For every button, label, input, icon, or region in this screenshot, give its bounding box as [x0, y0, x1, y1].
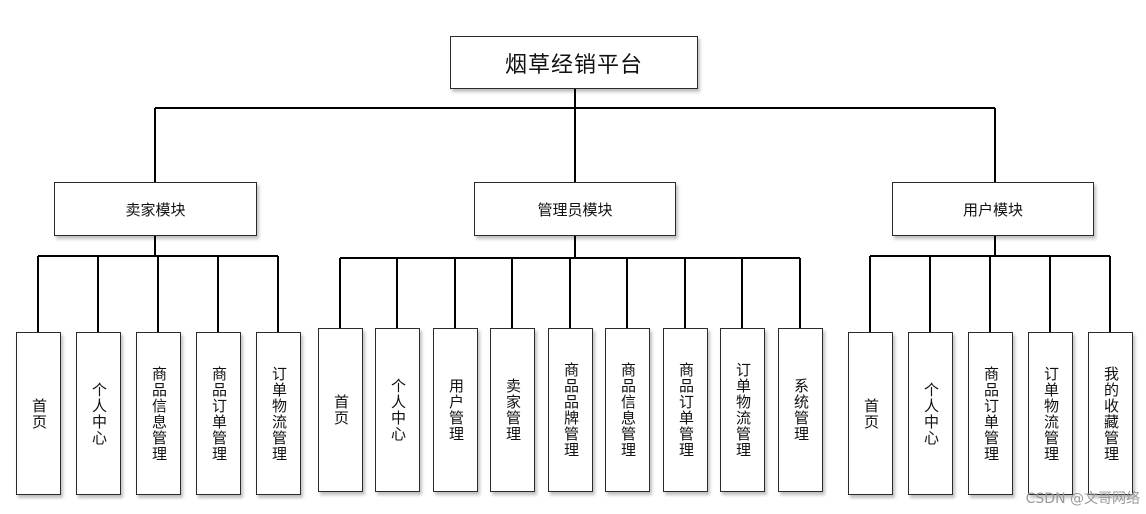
module-admin: 管理员模块	[474, 182, 676, 236]
connector-admin	[339, 236, 801, 328]
user-leaf-1-label: 首页	[862, 397, 880, 430]
user-leaf-5-label: 我的收藏管理	[1102, 365, 1120, 462]
admin-leaf-4-label: 卖家管理	[504, 378, 522, 442]
admin-leaf-5: 商品品牌管理	[548, 328, 593, 492]
seller-leaf-3: 商品信息管理	[136, 332, 181, 495]
admin-leaf-4: 卖家管理	[490, 328, 535, 492]
admin-leaf-8: 订单物流管理	[720, 328, 765, 492]
user-leaf-2: 个人中心	[908, 332, 953, 495]
admin-leaf-9: 系统管理	[778, 328, 823, 492]
user-leaf-1: 首页	[848, 332, 893, 495]
seller-leaf-5-label: 订单物流管理	[270, 365, 288, 462]
admin-leaf-2: 个人中心	[375, 328, 420, 492]
watermark: CSDN @文哥网络	[1025, 491, 1140, 507]
seller-leaf-2: 个人中心	[76, 332, 121, 495]
seller-leaf-3-label: 商品信息管理	[150, 365, 168, 462]
module-seller: 卖家模块	[54, 182, 257, 236]
connector-user	[869, 236, 1111, 332]
module-admin-label: 管理员模块	[537, 200, 613, 219]
admin-leaf-5-label: 商品品牌管理	[562, 362, 580, 458]
seller-leaf-1: 首页	[16, 332, 61, 495]
admin-leaf-7: 商品订单管理	[663, 328, 708, 492]
admin-leaf-7-label: 商品订单管理	[677, 362, 695, 458]
seller-leaf-2-label: 个人中心	[90, 381, 108, 446]
admin-leaf-3-label: 用户管理	[447, 378, 465, 442]
seller-leaf-5: 订单物流管理	[256, 332, 301, 495]
admin-leaf-2-label: 个人中心	[389, 378, 407, 442]
seller-leaf-4-label: 商品订单管理	[210, 365, 228, 462]
admin-leaf-8-label: 订单物流管理	[734, 362, 752, 458]
root-label: 烟草经销平台	[504, 52, 643, 78]
connector-seller	[37, 236, 279, 332]
user-leaf-5: 我的收藏管理	[1088, 332, 1133, 495]
user-leaf-3: 商品订单管理	[968, 332, 1013, 495]
root-node: 烟草经销平台	[450, 36, 698, 89]
user-leaf-4: 订单物流管理	[1028, 332, 1073, 495]
seller-leaf-4: 商品订单管理	[196, 332, 241, 495]
connector-root	[154, 88, 996, 183]
module-seller-label: 卖家模块	[125, 200, 186, 219]
user-leaf-3-label: 商品订单管理	[982, 365, 1000, 462]
admin-leaf-1: 首页	[318, 328, 363, 492]
admin-leaf-9-label: 系统管理	[792, 378, 810, 442]
admin-leaf-6: 商品信息管理	[605, 328, 650, 492]
user-leaf-4-label: 订单物流管理	[1042, 365, 1060, 462]
module-user-label: 用户模块	[962, 200, 1023, 219]
module-user: 用户模块	[892, 182, 1094, 236]
admin-leaf-1-label: 首页	[332, 394, 350, 426]
seller-leaf-1-label: 首页	[30, 397, 48, 430]
admin-leaf-6-label: 商品信息管理	[619, 362, 637, 458]
admin-leaf-3: 用户管理	[433, 328, 478, 492]
user-leaf-2-label: 个人中心	[922, 381, 940, 446]
